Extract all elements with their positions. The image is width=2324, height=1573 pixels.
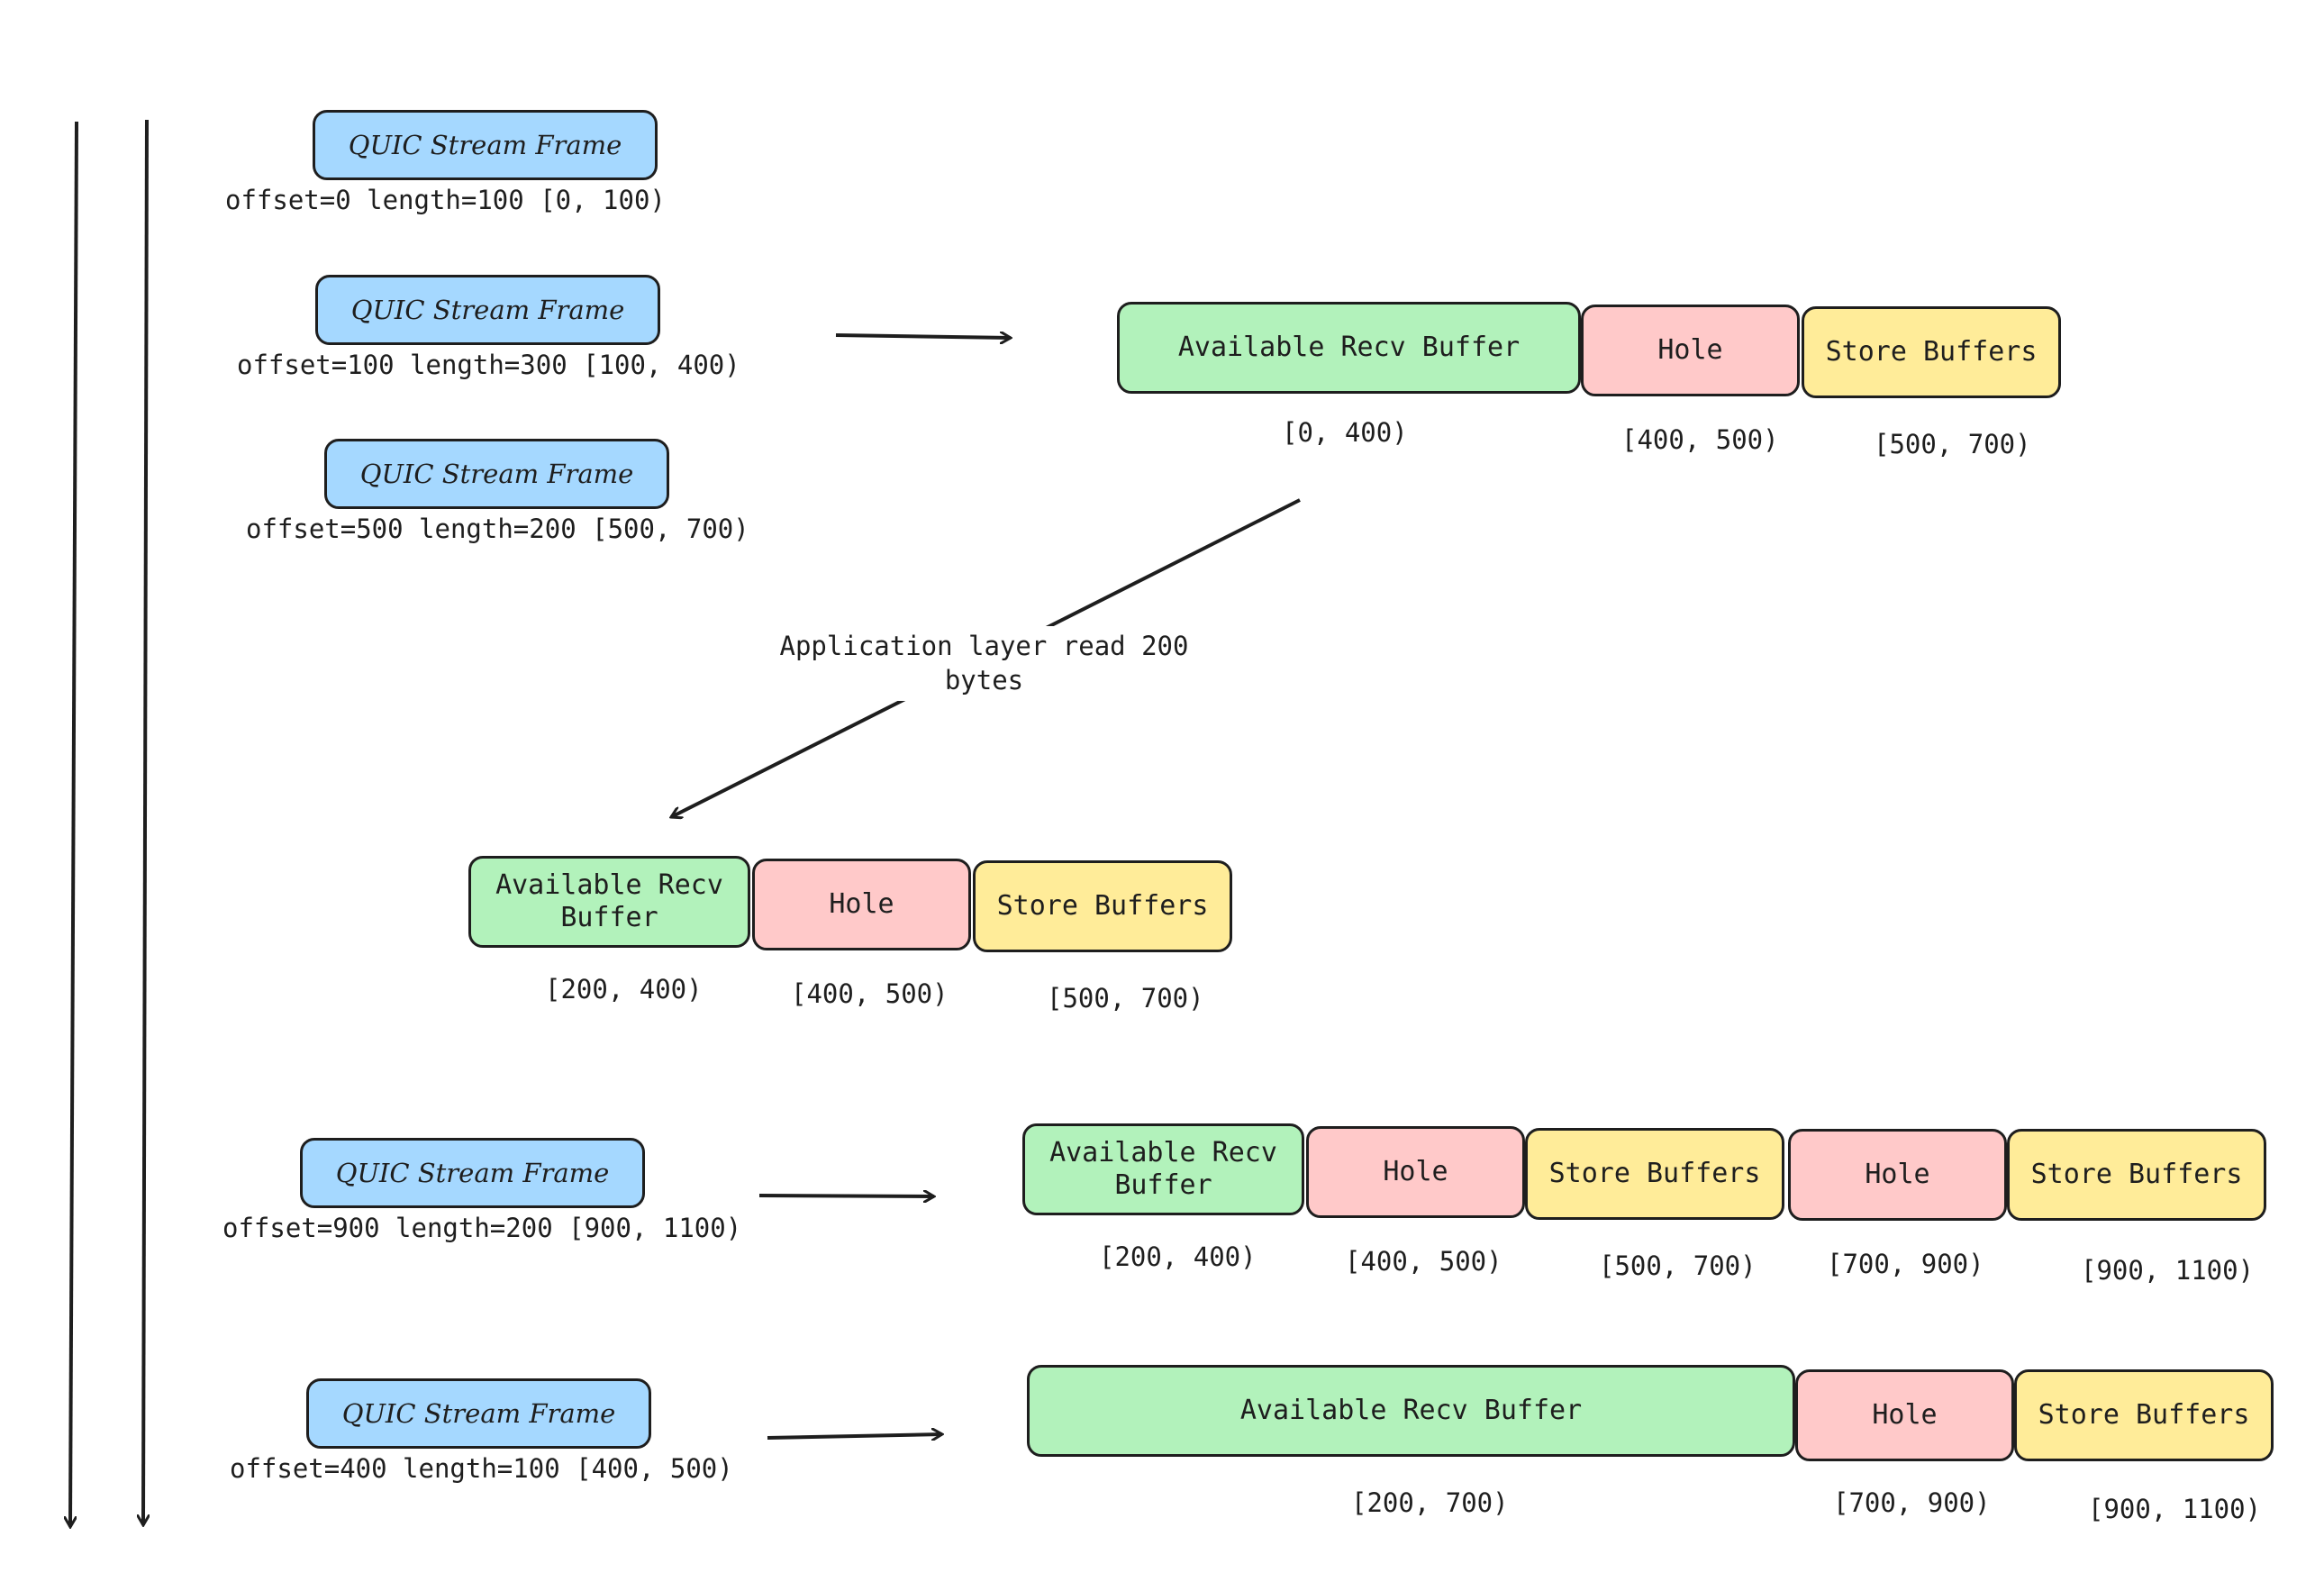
state-2-range-store: [500, 700) [1047,983,1204,1014]
state-1-range-store: [500, 700) [1874,429,2031,459]
state-2-store-buffers: Store Buffers [973,860,1232,952]
frame-3-label: offset=500 length=200 [500, 700) [246,514,749,544]
quic-stream-frame-2: QUIC Stream Frame [315,275,660,345]
state-3-store-buffers-1: Store Buffers [1525,1128,1784,1220]
state-4-range-store: [900, 1100) [2088,1494,2262,1524]
arrow-frame-5-to-state-4 [767,1434,942,1438]
frame-4-label: offset=900 length=200 [900, 1100) [222,1213,742,1243]
quic-stream-frame-4: QUIC Stream Frame [300,1138,645,1208]
state-3-store-buffers-2: Store Buffers [2007,1129,2266,1221]
app-read-annotation: Application layer read 200 bytes [770,626,1198,702]
state-4-store-buffers: Store Buffers [2014,1369,2274,1461]
state-4-available-buffer: Available Recv Buffer [1027,1365,1795,1457]
state-3-available-buffer: Available Recv Buffer [1022,1123,1304,1215]
state-3-hole-1: Hole [1306,1126,1525,1218]
state-2-hole: Hole [752,859,971,950]
state-1-range-hole: [400, 500) [1621,424,1779,455]
state-1-hole: Hole [1581,305,1800,396]
state-4-range-hole: [700, 900) [1833,1487,1991,1518]
quic-stream-frame-5: QUIC Stream Frame [306,1378,651,1449]
frame-2-label: offset=100 length=300 [100, 400) [237,350,740,380]
state-2-range-hole: [400, 500) [791,978,949,1009]
state-3-range-hole-1: [400, 500) [1345,1246,1502,1277]
state-2-available-buffer: Available Recv Buffer [468,856,750,948]
state-3-range-store-2: [900, 1100) [2081,1255,2255,1286]
state-3-range-available: [200, 400) [1099,1241,1257,1272]
state-4-hole: Hole [1795,1369,2014,1461]
state-1-store-buffers: Store Buffers [1802,306,2061,398]
state-2-range-available: [200, 400) [545,974,703,1005]
state-1-range-available: [0, 400) [1282,417,1408,448]
state-1-available-buffer: Available Recv Buffer [1117,302,1581,394]
timeline-arrow-right [143,119,147,1525]
state-4-range-available: [200, 700) [1351,1487,1509,1518]
frame-1-label: offset=0 length=100 [0, 100) [225,185,666,215]
quic-stream-frame-1: QUIC Stream Frame [313,110,658,180]
timeline-arrow-left [70,121,78,1527]
state-3-range-store-1: [500, 700) [1599,1250,1757,1281]
state-3-range-hole-2: [700, 900) [1827,1249,1984,1279]
frame-5-label: offset=400 length=100 [400, 500) [230,1453,733,1484]
arrow-frames-to-state-1 [835,335,1011,338]
quic-stream-frame-3: QUIC Stream Frame [324,439,669,509]
state-3-hole-2: Hole [1788,1129,2007,1221]
